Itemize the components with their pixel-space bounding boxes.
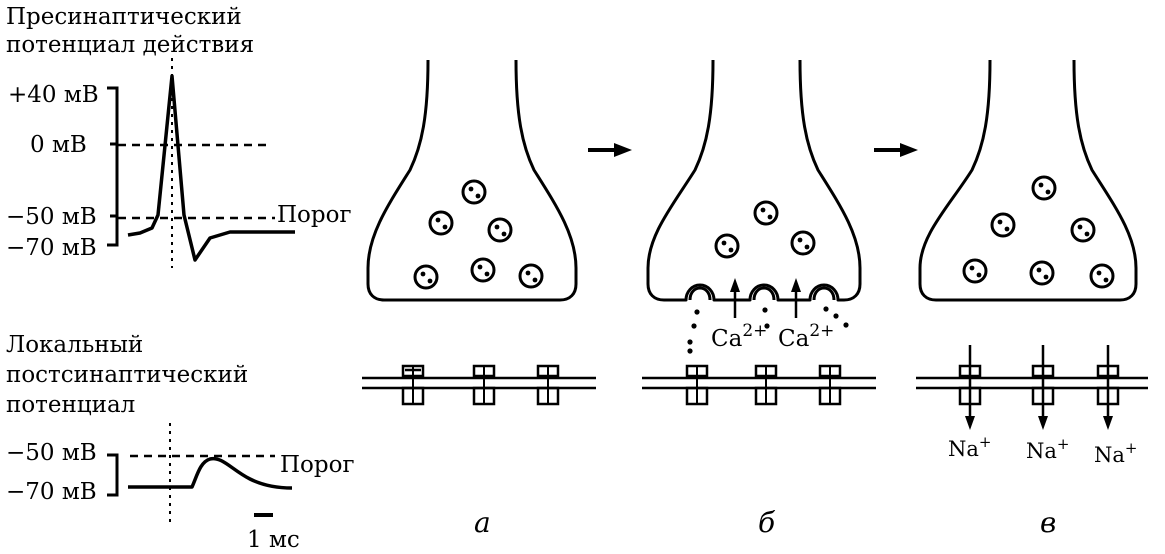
- svg-text:Na+: Na+: [1094, 439, 1137, 467]
- postsynaptic-title-line1: Локальный: [6, 332, 143, 358]
- vesicle: [714, 233, 740, 259]
- postsynaptic-membrane-c: [916, 376, 1148, 390]
- receptor-channel: [1096, 364, 1120, 406]
- vesicle: [962, 258, 988, 284]
- receptor-channels-c: [958, 364, 1120, 406]
- panel-a-synapse: а: [362, 59, 596, 539]
- sodium-label-1: Na+: [948, 433, 991, 461]
- postsynaptic-membrane-a: [362, 376, 596, 390]
- receptor-channel: [754, 364, 778, 406]
- presynaptic-terminal-c: [918, 59, 1138, 302]
- svg-text:Ca2+: Ca2+: [711, 321, 767, 352]
- tick-label-zero: 0 мВ: [30, 132, 87, 158]
- receptor-channel: [401, 364, 425, 406]
- vesicle: [518, 263, 544, 289]
- panel-c-synapse: Na+ Na+ Na+ в: [916, 59, 1148, 539]
- tick-label-minus50: −50 мВ: [6, 204, 97, 230]
- vesicle: [790, 230, 816, 256]
- panel-label-a: а: [474, 506, 491, 539]
- presynaptic-title-line1: Пресинаптический: [6, 4, 242, 30]
- postsynaptic-membrane-b: [642, 376, 876, 390]
- panel-label-b: б: [758, 506, 776, 539]
- sodium-label-3: Na+: [1094, 439, 1137, 467]
- vesicles-a: [413, 179, 544, 290]
- vesicle: [461, 179, 487, 205]
- vesicles-c: [962, 175, 1115, 289]
- time-scale-label: 1 мс: [247, 527, 300, 553]
- receptor-channel: [1031, 364, 1055, 406]
- post-tick-label-minus70: −70 мВ: [6, 479, 97, 505]
- post-axis-bracket: [107, 453, 119, 497]
- presynaptic-terminal-b: [646, 59, 862, 302]
- vesicle: [487, 217, 513, 243]
- svg-text:Ca2+: Ca2+: [778, 321, 834, 352]
- vesicle: [1070, 217, 1096, 243]
- postsynaptic-title-line3: потенциал: [6, 392, 135, 418]
- fusing-vesicle: [752, 286, 776, 301]
- vesicles-b: [714, 200, 816, 259]
- post-threshold-label: Порог: [280, 452, 355, 478]
- tick-label-minus70: −70 мВ: [6, 235, 97, 261]
- receptor-channel: [536, 364, 560, 406]
- arrow-b-to-c: [874, 143, 918, 157]
- threshold-label: Порог: [277, 202, 352, 228]
- vesicle: [1089, 263, 1115, 289]
- vesicle: [470, 257, 496, 283]
- tick-label-plus40: +40 мВ: [8, 82, 99, 108]
- voltage-axis-bracket: [107, 86, 119, 247]
- presynaptic-graph: Пресинаптический потенциал действия +40 …: [6, 4, 352, 268]
- postsynaptic-title-line2: постсинаптический: [6, 362, 248, 388]
- vesicle: [428, 210, 454, 236]
- receptor-channel: [958, 364, 982, 406]
- vesicle: [990, 212, 1016, 238]
- receptor-channel: [472, 364, 496, 406]
- vesicle: [413, 264, 439, 290]
- released-transmitter-dots: [687, 306, 849, 354]
- postsynaptic-graph: Локальный постсинаптический потенциал −5…: [6, 332, 355, 553]
- svg-text:Na+: Na+: [1026, 435, 1069, 463]
- presynaptic-terminal-a: [366, 59, 578, 302]
- post-tick-label-minus50: −50 мВ: [6, 440, 97, 466]
- sodium-label-2: Na+: [1026, 435, 1069, 463]
- vesicle: [1029, 260, 1055, 286]
- calcium-label-1: Ca2+: [711, 321, 767, 352]
- panel-b-synapse: Ca2+ Ca2+ б: [642, 59, 876, 539]
- vesicle: [753, 200, 779, 226]
- local-potential-curve: [128, 456, 293, 490]
- receptor-channel: [818, 364, 842, 406]
- receptor-channels-b: [685, 364, 842, 406]
- action-potential-curve: [127, 74, 295, 262]
- sodium-influx-arrows: [965, 345, 1113, 430]
- fusing-vesicles-b: [688, 286, 836, 301]
- receptor-channel: [685, 364, 709, 406]
- calcium-influx-arrows: [730, 278, 801, 318]
- panel-label-c: в: [1040, 506, 1056, 539]
- receptor-channels-a: [401, 364, 560, 406]
- svg-text:Na+: Na+: [948, 433, 991, 461]
- presynaptic-title-line2: потенциал действия: [6, 32, 254, 58]
- fusing-vesicle: [688, 286, 712, 301]
- calcium-label-2: Ca2+: [778, 321, 834, 352]
- arrow-a-to-b: [588, 143, 632, 157]
- vesicle: [1031, 175, 1057, 201]
- fusing-vesicle: [812, 286, 836, 301]
